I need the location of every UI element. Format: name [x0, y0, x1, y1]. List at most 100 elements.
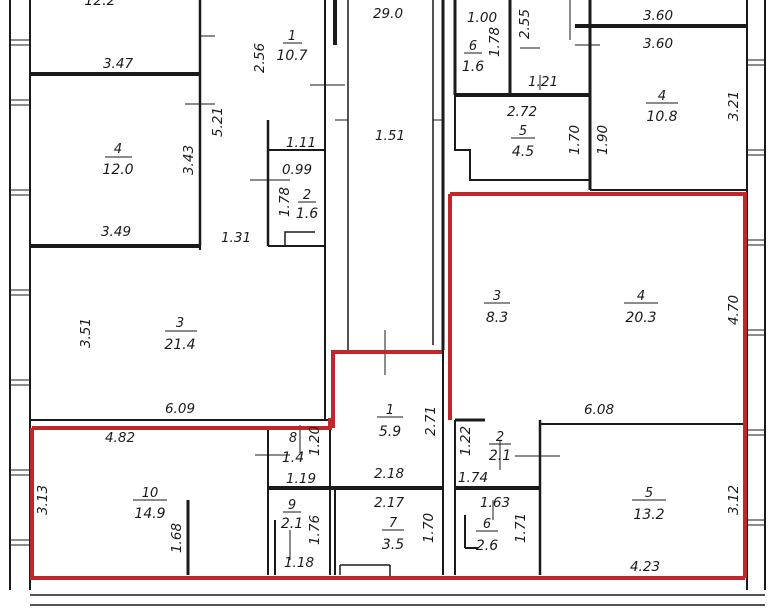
room-labels: 12.2 1 10.7 4 12.0 2 1.6 3 21.4 6 1.6 — [84, 0, 678, 554]
room-c7: 7 3.5 — [382, 516, 404, 553]
room-c2: 2 2.1 — [489, 430, 511, 464]
highlight-outlines — [30, 192, 747, 580]
dimension-label: 4.23 — [630, 559, 660, 575]
dimension-label: 2.17 — [374, 495, 404, 511]
dimension-label: 3.43 — [181, 145, 197, 175]
room-number-label: 3 — [176, 316, 184, 331]
room-b5: 5 4.5 — [511, 124, 535, 160]
room-area-label: 3.5 — [382, 537, 404, 553]
room-number-label: 7 — [389, 516, 398, 531]
room-area-label: 5.9 — [379, 424, 401, 440]
room-area-label: 20.3 — [625, 310, 656, 326]
room-number-label: 5 — [645, 486, 653, 501]
dimension-label: 1.18 — [284, 555, 314, 571]
room-area-label: 12.2 — [84, 0, 115, 9]
dimension-label: 2.72 — [507, 104, 537, 120]
room-number-label: 6 — [469, 39, 477, 54]
dimension-label: 1.68 — [169, 523, 185, 553]
dimension-label: 1.70 — [421, 513, 437, 543]
room-area-label: 4.5 — [512, 144, 534, 160]
dimension-label: 1.19 — [286, 471, 316, 487]
dimension-label: 6.08 — [584, 402, 614, 418]
dimension-label: 2.71 — [423, 406, 439, 436]
dimension-label: 1.70 — [567, 125, 583, 155]
room-c10: 10 14.9 — [133, 486, 167, 522]
room-c9: 9 2.1 — [281, 498, 303, 532]
room-area-label: 14.9 — [134, 506, 165, 522]
room-area-label: 13.2 — [633, 507, 664, 523]
room-c6: 6 2.6 — [476, 517, 498, 554]
dimension-labels: 29.0 1.00 2.55 3.60 3.60 3.47 2.56 1.78 … — [35, 6, 742, 575]
room-b6: 6 1.6 — [462, 39, 484, 75]
dimension-label: 3.60 — [643, 36, 673, 52]
room-number-label: 10 — [142, 486, 159, 501]
room-area-label: 1.6 — [296, 206, 318, 222]
dimension-label: 1.74 — [458, 470, 488, 486]
dimension-label: 29.0 — [373, 6, 403, 22]
room-area-label: 1.4 — [282, 450, 304, 466]
dimension-label: 1.51 — [375, 128, 405, 144]
room-c1: 1 5.9 — [377, 403, 403, 440]
highlight-bottom — [32, 418, 335, 430]
dimension-label: 3.47 — [103, 56, 133, 72]
room-number-label: 9 — [288, 498, 296, 513]
dimension-label: 1.76 — [307, 515, 323, 545]
dimension-label: 1.78 — [277, 187, 293, 217]
room-area-label: 2.1 — [281, 516, 303, 532]
room-number-label: 5 — [519, 124, 527, 139]
room-area-label: 12.0 — [102, 162, 133, 178]
room-number-label: 6 — [483, 517, 491, 532]
room-number-label: 8 — [289, 431, 297, 446]
room-a1: 1 10.7 — [276, 29, 307, 64]
dimension-label: 1.21 — [528, 74, 558, 90]
dimension-label: 3.60 — [643, 8, 673, 24]
room-a4: 4 12.0 — [102, 142, 133, 178]
room-c5: 5 13.2 — [632, 486, 666, 523]
dimension-label: 5.21 — [210, 107, 226, 137]
room-area-label: 1.6 — [462, 59, 484, 75]
room-area-label: 21.4 — [164, 337, 195, 353]
highlight-center — [331, 350, 442, 420]
dimension-label: 3.49 — [101, 224, 131, 240]
dimension-label: 1.78 — [487, 27, 503, 57]
dimension-label: 1.71 — [513, 513, 529, 543]
dimension-label: 1.31 — [221, 230, 251, 246]
room-number-label: 4 — [637, 289, 645, 304]
dimension-label: 3.13 — [35, 485, 51, 515]
room-number-label: 3 — [493, 289, 501, 304]
room-c4: 4 20.3 — [624, 289, 658, 326]
highlight-bottom-left — [30, 428, 745, 580]
room-area-label: 2.6 — [476, 538, 498, 554]
room-c8: 8 1.4 — [282, 431, 304, 466]
room-number-label: 1 — [386, 403, 394, 418]
dimension-label: 2.56 — [252, 43, 268, 73]
room-area-label: 10.8 — [646, 109, 677, 125]
dimension-label: 1.20 — [307, 426, 323, 456]
room-area-label: 2.1 — [489, 448, 511, 464]
dimension-label: 6.09 — [165, 401, 195, 417]
room-c3: 3 8.3 — [484, 289, 510, 326]
room-number-label: 4 — [114, 142, 122, 157]
dimension-label: 2.18 — [374, 466, 404, 482]
room-area-label: 10.7 — [276, 48, 307, 64]
room-area-label: 8.3 — [486, 310, 508, 326]
interior-walls — [30, 0, 747, 578]
dimension-label: 3.21 — [726, 91, 742, 121]
dimension-label: 1.90 — [595, 125, 611, 155]
room-number-label: 2 — [496, 430, 504, 445]
dimension-label: 4.82 — [105, 430, 135, 446]
dimension-label: 0.99 — [282, 162, 312, 178]
dimension-label: 4.70 — [726, 295, 742, 325]
room-number-label: 2 — [303, 188, 311, 203]
dimension-label: 1.00 — [467, 10, 497, 26]
room-a3: 3 21.4 — [164, 316, 197, 353]
room-number-label: 1 — [288, 29, 296, 44]
dimension-label: 1.11 — [286, 135, 316, 151]
dimension-label: 2.55 — [517, 9, 533, 39]
highlight-upper-right — [450, 192, 747, 578]
dimension-label: 3.12 — [726, 485, 742, 515]
dimension-label: 1.22 — [458, 426, 474, 456]
room-number-label: 4 — [658, 89, 666, 104]
windows — [10, 39, 765, 546]
